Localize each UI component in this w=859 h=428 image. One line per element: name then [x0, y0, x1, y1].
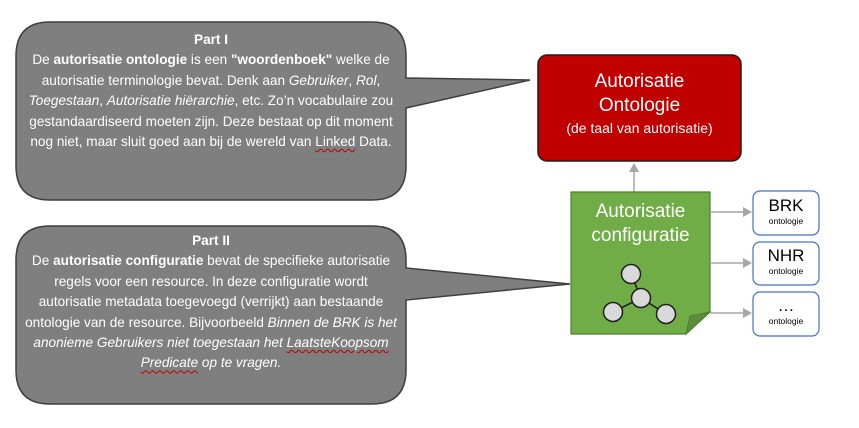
callout-part-2-text: Part II De autorisatie configuratie beva…: [22, 231, 400, 374]
ontology-box-shape: [537, 54, 742, 162]
arrow-head-other: [743, 308, 752, 318]
ontology-line-1: Autorisatie: [594, 71, 685, 92]
config-box-fold: [685, 311, 712, 336]
config-line-2: configuratie: [591, 225, 690, 246]
config-box-label: Autorisatie configuratie: [571, 200, 710, 248]
arrow-head-up: [629, 163, 639, 172]
arrow-head-brk: [743, 207, 752, 217]
resource-sub: ontologie: [768, 316, 804, 326]
ontology-line-3: (de taal van autorisatie): [566, 120, 713, 136]
resource-name: BRK: [768, 196, 804, 215]
resource-sub: ontologie: [768, 266, 804, 276]
graph-icon: [602, 263, 677, 325]
resource-name: …: [777, 296, 795, 315]
resource-name: NHR: [767, 246, 805, 265]
callout-part-1-text: Part I De autorisatie ontologie is een "…: [22, 30, 400, 152]
callout-part-2-shape: [15, 225, 571, 405]
ontology-box-label: Autorisatie Ontologie (de taal van autor…: [538, 70, 741, 138]
resource-sub: ontologie: [768, 216, 804, 226]
part-1-body: De autorisatie ontologie is een "woorden…: [28, 52, 394, 150]
part-2-title: Part II: [192, 233, 230, 248]
resource-label-other: … ontologie: [753, 296, 819, 327]
part-1-title: Part I: [194, 32, 228, 47]
resource-box-other: [752, 291, 820, 337]
ontology-line-2: Ontologie: [598, 95, 681, 116]
resource-box-nhr: [752, 241, 820, 286]
callout-part-1-shape: [15, 21, 531, 201]
resource-label-nhr: NHR ontologie: [753, 246, 819, 277]
resource-label-brk: BRK ontologie: [753, 196, 819, 227]
config-line-1: Autorisatie: [595, 201, 686, 222]
resource-box-brk: [752, 190, 820, 236]
part-2-body: De autorisatie configuratie bevat de spe…: [25, 253, 397, 371]
arrow-head-nhr: [743, 258, 752, 268]
